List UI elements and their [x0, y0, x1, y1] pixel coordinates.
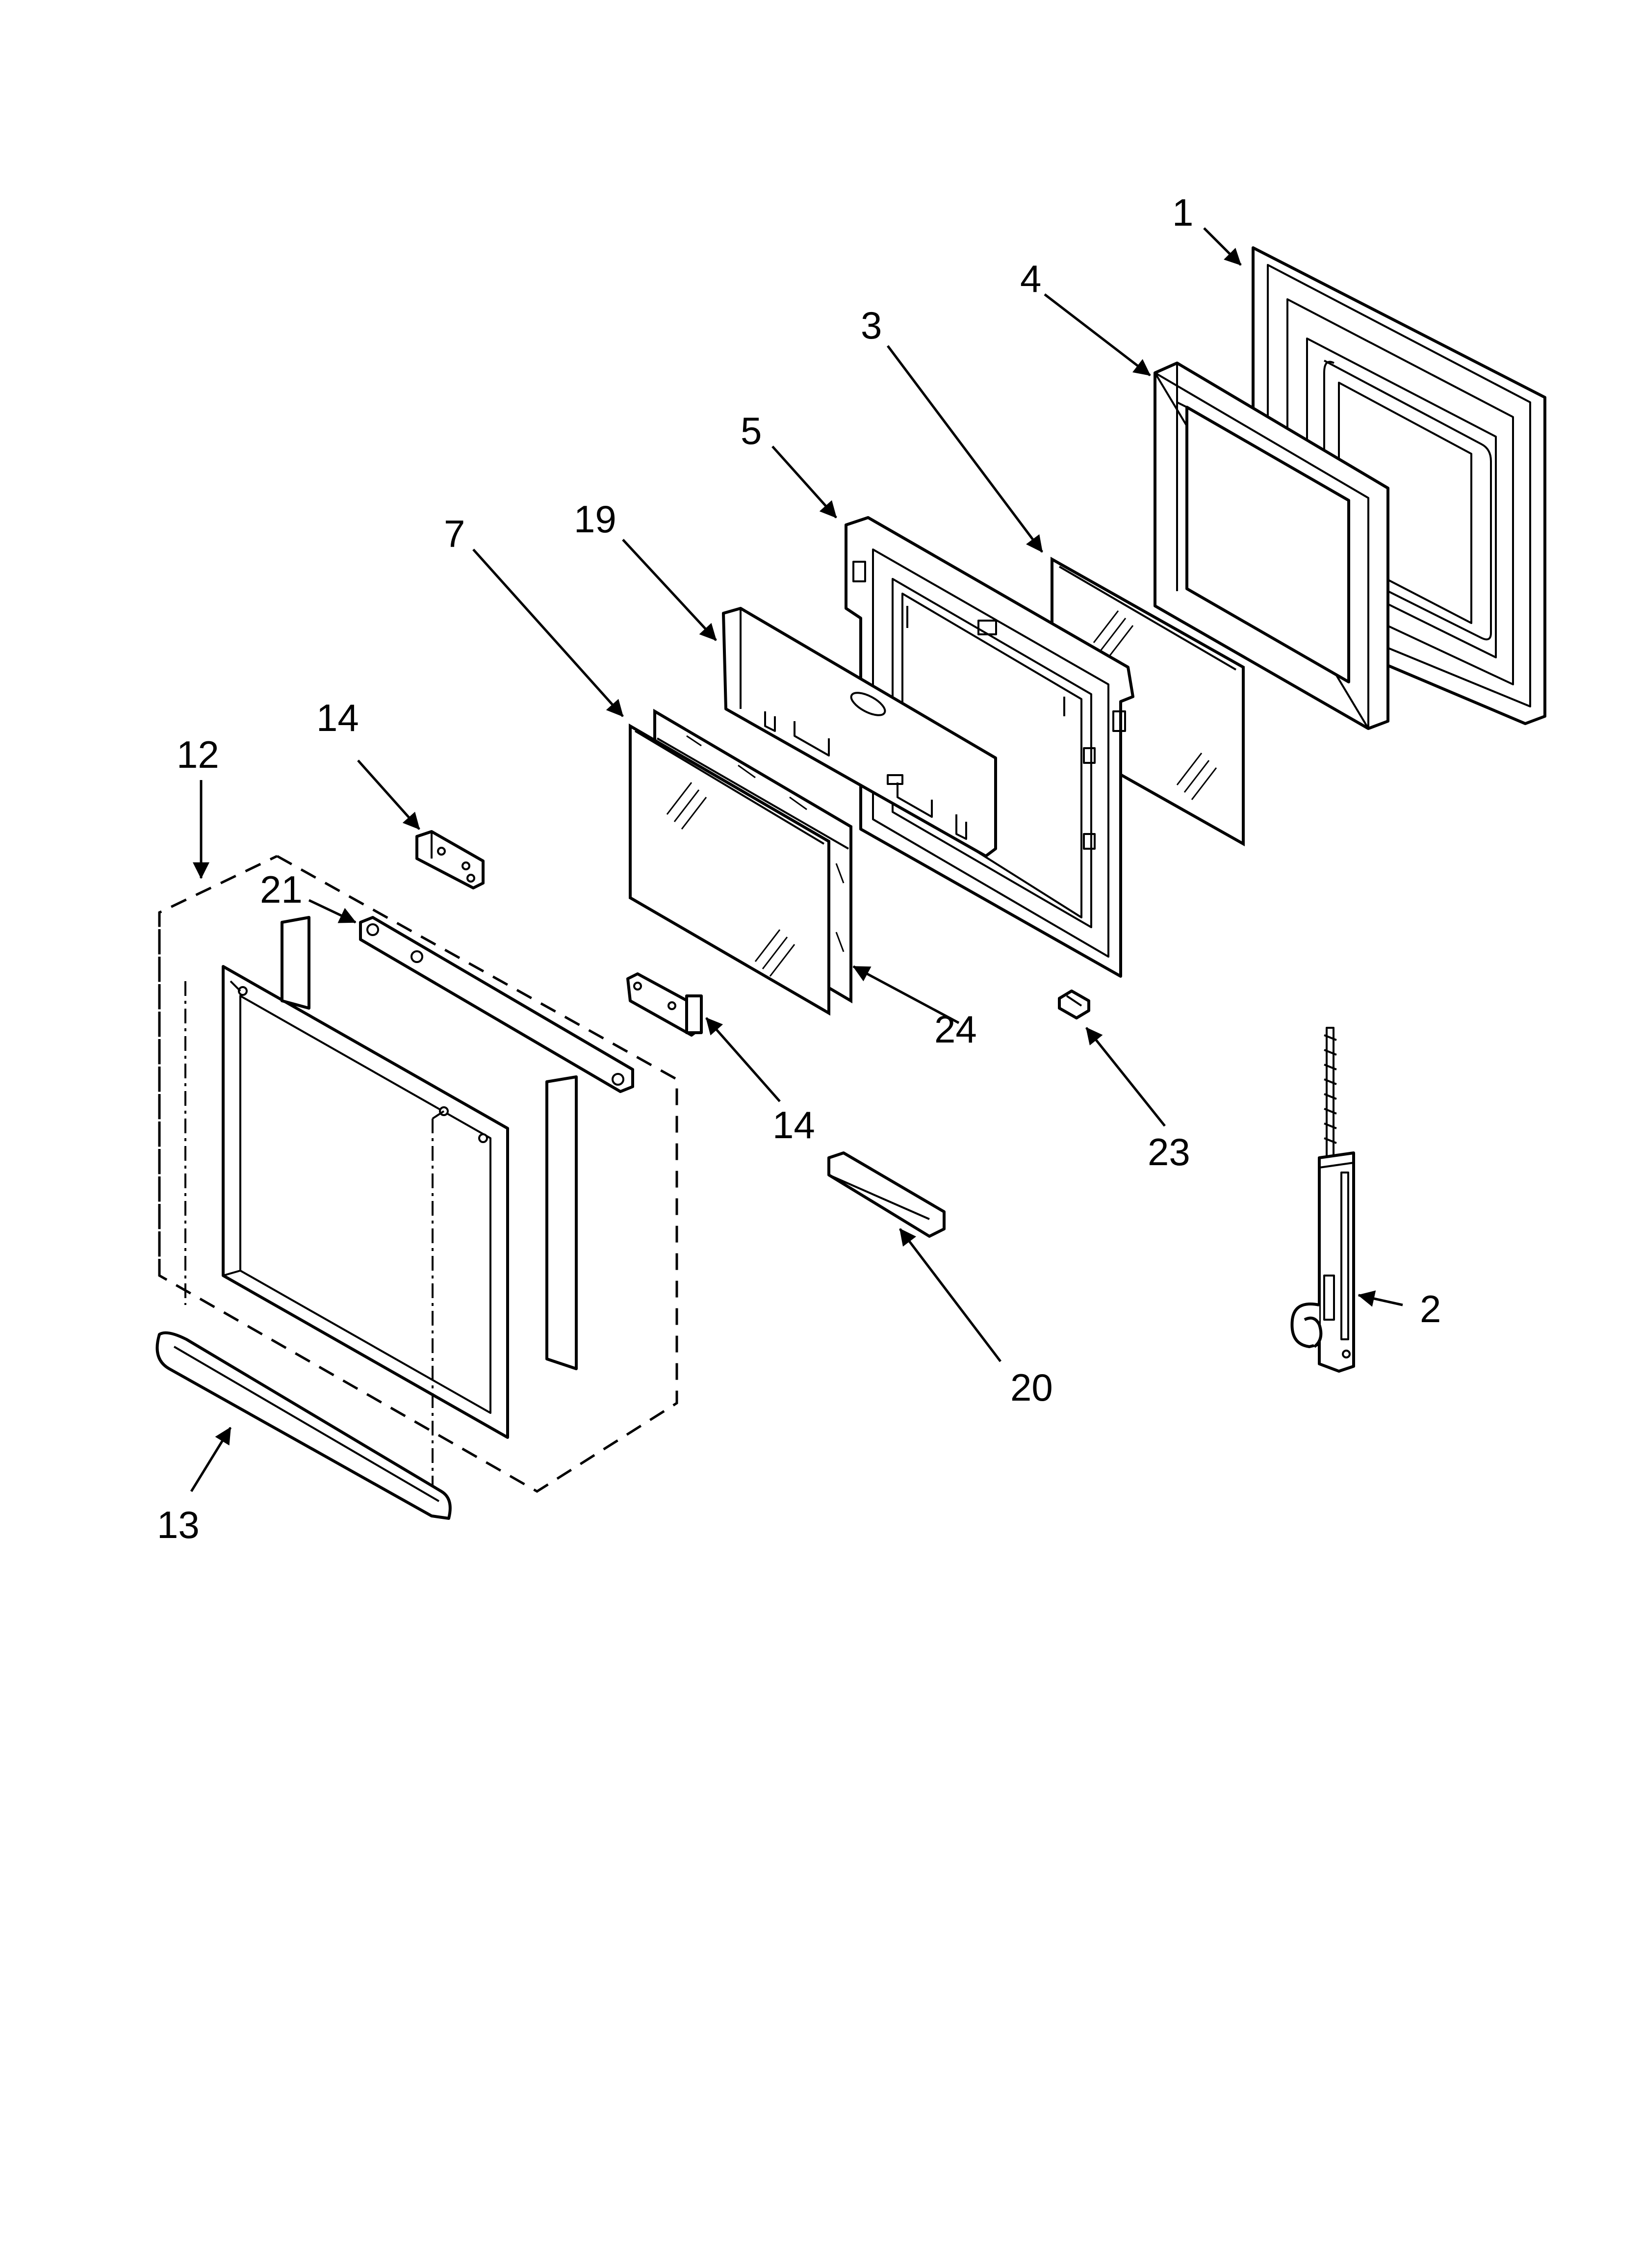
callout-3: 3 — [861, 304, 882, 347]
part-14-lower-bracket — [626, 972, 703, 1037]
part-21-retainer-strip — [359, 916, 634, 1093]
alignment-lines — [184, 980, 445, 1491]
part-2-hinge — [1290, 1027, 1355, 1373]
part-14-upper-bracket — [415, 830, 485, 889]
leader-19 — [622, 539, 717, 641]
part-7-glass-assembly — [629, 708, 852, 1016]
part-13-door-handle — [155, 1331, 452, 1520]
callout-2: 2 — [1420, 1287, 1441, 1330]
callout-24: 24 — [934, 1008, 977, 1051]
callout-1: 1 — [1172, 191, 1193, 234]
callout-12: 12 — [177, 733, 219, 776]
leader-5 — [771, 445, 837, 519]
leader-14a — [357, 759, 420, 830]
part-12-outer-glass — [222, 965, 509, 1439]
leader-20 — [899, 1228, 1001, 1362]
leader-3 — [887, 345, 1043, 553]
callout-13: 13 — [157, 1503, 200, 1546]
part-23-clip — [1058, 990, 1090, 1019]
callout-23: 23 — [1148, 1130, 1190, 1173]
leader-21 — [308, 899, 357, 924]
part-12-door-assembly — [158, 855, 678, 1493]
part-3-glass-pane — [1051, 556, 1245, 847]
leader-4 — [1044, 293, 1151, 376]
callout-labels: 1 2 3 4 5 7 12 13 14 14 19 20 21 23 24 — [157, 191, 1441, 1546]
callout-14-upper: 14 — [316, 696, 359, 739]
leader-1 — [1203, 227, 1242, 266]
callout-19: 19 — [574, 497, 616, 541]
leader-23 — [1085, 1027, 1166, 1127]
callout-21: 21 — [260, 868, 303, 911]
leader-13 — [190, 1427, 232, 1492]
leader-lines — [190, 227, 1403, 1492]
callout-4: 4 — [1020, 257, 1041, 300]
part-12-side-trims — [281, 916, 578, 1370]
leader-2 — [1358, 1290, 1403, 1307]
part-19-heat-shield — [722, 607, 997, 858]
leader-14b — [705, 1017, 781, 1102]
leader-7 — [472, 548, 624, 717]
callout-14-lower: 14 — [772, 1103, 815, 1147]
leader-24 — [852, 965, 960, 1024]
callout-5: 5 — [741, 409, 762, 452]
callout-7: 7 — [444, 512, 465, 555]
part-4-door-frame — [1154, 362, 1389, 730]
part-20-vent-strip — [827, 1151, 946, 1238]
callout-20: 20 — [1010, 1366, 1053, 1409]
